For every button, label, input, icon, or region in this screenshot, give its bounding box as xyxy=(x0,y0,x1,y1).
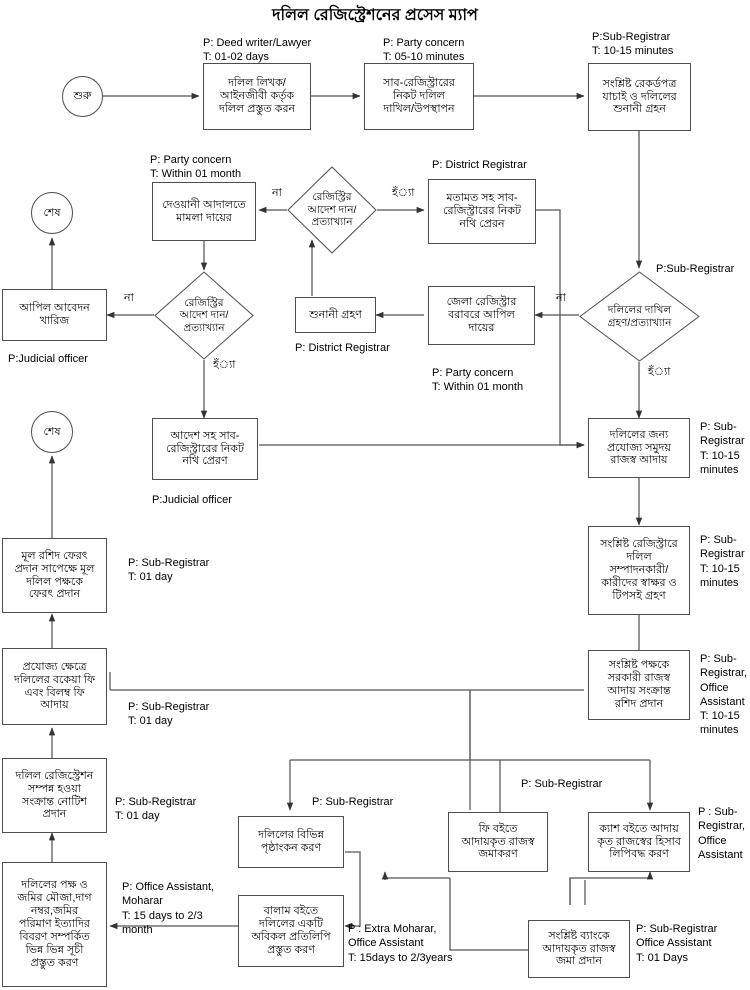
process-node-9: আদেশ সহ সাব- রেজিস্ট্রারের নিকট নথি প্রে… xyxy=(152,418,258,480)
process-node-17: ফি বইতে আদায়কৃত রাজস্ব জমাকরণ xyxy=(448,812,548,872)
annotation-20: P: Office Assistant, Moharar T: 15 days … xyxy=(122,881,215,936)
annotation-16: P: Sub-Registrar T: 01 day xyxy=(115,796,197,823)
node-label: আদেশ সহ সাব- রেজিস্ট্রারের নিকট নথি প্রে… xyxy=(165,429,244,468)
annotation-8: P: District Registrar xyxy=(295,342,390,354)
process-node-12: মূল রশিদ ফেরৎ প্রদান সাপেক্ষে মূল দলিল প… xyxy=(2,538,107,613)
node-label: ফি বইতে আদায়কৃত রাজস্ব জমাকরণ xyxy=(461,822,535,861)
decision-label: রেজিস্ট্রির আদেশ দান/ প্রত্যাখ্যান xyxy=(307,191,357,229)
process-node-2: সাব-রেজিস্ট্রারের নিকট দলিল দাখিল/উপস্থা… xyxy=(364,63,474,130)
node-label: সংশ্লিষ্ট রেকর্ডপত্র যাচাই ও দলিলের শুনা… xyxy=(602,77,677,116)
end-terminator-1: শেষ xyxy=(31,192,73,234)
node-label: সাব-রেজিস্ট্রারের নিকট দলিল দাখিল/উপস্থা… xyxy=(383,77,455,115)
decision-node-1: রেজিস্ট্রির আদেশ দান/ প্রত্যাখ্যান xyxy=(287,166,377,254)
start-label: শুরু xyxy=(73,90,92,102)
node-label: দলিলের বিভিন্ন পৃষ্ঠাংকন করণ xyxy=(258,829,324,854)
end-label-2: শেষ xyxy=(43,425,61,438)
annotation-3: P:Sub-Registrar T: 10-15 minutes xyxy=(592,31,674,58)
annotation-13: P: Sub-Registrar T: 01 day xyxy=(128,557,210,584)
decision-label: রেজিস্ট্রির আদেশ দান/ প্রত্যাখ্যান xyxy=(179,296,229,334)
node-label: প্রযোজ্য ক্ষেত্রে দলিলের বকেয়া ফি এবং ব… xyxy=(14,660,95,712)
process-node-19: দলিলের পক্ষ ও জমির মৌজা,দাগ নম্বর,জমির প… xyxy=(2,862,107,987)
process-node-14: প্রযোজ্য ক্ষেত্রে দলিলের বকেয়া ফি এবং ব… xyxy=(2,648,107,725)
process-node-13: সংশ্লিষ্ট পক্ষকে সরকারী রাজস্ব আদায় সংক… xyxy=(588,650,690,720)
edge-label-yes-2: হঁ্যা xyxy=(213,359,236,371)
process-node-6: আপিল আবেদন খারিজ xyxy=(2,289,107,341)
process-node-5: মতামত সহ সাব- রেজিস্ট্রারের নিকট নথি প্র… xyxy=(428,179,536,244)
annotation-17: P: Sub-Registrar xyxy=(312,796,394,808)
node-label: মূল রশিদ ফেরৎ প্রদান সাপেক্ষে মূল দলিল প… xyxy=(14,549,95,601)
process-node-15: দলিল রেজিস্ট্রেশন সম্পন্ন হওয়া সংক্রান্… xyxy=(2,758,107,833)
annotation-7: P:Judicial officer xyxy=(8,353,88,365)
end-label-1: শেষ xyxy=(43,206,61,219)
node-label: শুনানী গ্রহণ xyxy=(309,308,362,321)
process-node-1: দলিল লিখক/ আইনজীবী কর্তৃক দলিল প্রস্তুত … xyxy=(203,63,311,130)
annotation-2: P: Party concern T: 05-10 minutes xyxy=(383,37,465,64)
node-label: সংশ্লিষ্ট পক্ষকে সরকারী রাজস্ব আদায় সংক… xyxy=(607,659,671,710)
edge-label-yes-1: হঁ্যা xyxy=(392,187,415,199)
annotation-5: P: District Registrar xyxy=(432,159,527,171)
decision-node-2: রেজিস্ট্রির আদেশ দান/ প্রত্যাখ্যান xyxy=(154,271,254,360)
process-node-8: জেলা রেজিস্ট্রার বরাবরে আপিল দায়ের xyxy=(428,286,535,345)
annotation-1: P: Deed writer/Lawyer T: 01-02 days xyxy=(203,37,312,64)
annotation-10: P:Judicial officer xyxy=(152,494,232,506)
node-label: সংশ্লিষ্ট ব্যাংকে আদায়কৃত রাজস্ব জমা প্… xyxy=(542,929,616,968)
process-node-11: সংশ্লিষ্ট রেজিস্ট্রারে দলিল সম্পাদনকারী/… xyxy=(588,526,690,615)
process-node-7: শুনানী গ্রহণ xyxy=(295,297,376,333)
node-label: দলিলের জন্য প্রযোজ্য সমুদয় রাজস্ব আদায় xyxy=(607,428,671,467)
annotation-4: P: Party concern T: Within 01 month xyxy=(150,154,242,181)
node-label: আপিল আবেদন খারিজ xyxy=(19,302,90,327)
annotation-14: P: Sub- Registrar, Office Assistant T: 1… xyxy=(700,653,748,737)
end-terminator-2: শেষ xyxy=(31,411,73,453)
process-node-3: সংশ্লিষ্ট রেকর্ডপত্র যাচাই ও দলিলের শুনা… xyxy=(588,63,691,131)
process-node-18: ক্যাশ বইতে আদায় কৃত রাজস্বের হিসাব লিপি… xyxy=(588,812,690,872)
edge-label-yes-3: হঁ্যা xyxy=(648,366,671,378)
node-label: দেওয়ানী আদালতে মামলা দায়ের xyxy=(162,198,246,224)
decision-label: দলিলের দাখিল গ্রহণ/প্রত্যাখ্যান xyxy=(607,304,672,329)
node-label: দলিলের পক্ষ ও জমির মৌজা,দাগ নম্বর,জমির প… xyxy=(17,879,92,969)
process-node-10: দলিলের জন্য প্রযোজ্য সমুদয় রাজস্ব আদায় xyxy=(588,418,690,478)
process-node-4: দেওয়ানী আদালতে মামলা দায়ের xyxy=(152,182,256,241)
edge-label-no-3: না xyxy=(556,292,566,304)
page-title: দলিল রেজিস্ট্রেশনের প্রসেস ম্যাপ xyxy=(272,7,478,24)
decision-node-3: দলিলের দাখিল গ্রহণ/প্রত্যাখ্যান xyxy=(579,271,700,362)
edge-label-no-2: না xyxy=(124,292,134,304)
node-label: দলিল রেজিস্ট্রেশন সম্পন্ন হওয়া সংক্রান্… xyxy=(15,769,94,821)
edge-label-no-1: না xyxy=(272,187,282,199)
annotation-19: P : Sub- Registrar, Office Assistant xyxy=(698,806,746,861)
annotation-22: P: Sub-Registrar Office Assistant T: 01 … xyxy=(636,923,718,964)
annotation-18: P: Sub-Registrar xyxy=(521,778,603,790)
diamond-shape xyxy=(154,271,254,360)
start-terminator: শুরু xyxy=(62,76,103,117)
diamond-shape xyxy=(287,166,377,254)
annotation-21: P : Extra Moharar, Office Assistant T: 1… xyxy=(348,923,453,964)
process-node-21: সংশ্লিষ্ট ব্যাংকে আদায়কৃত রাজস্ব জমা প্… xyxy=(528,920,630,978)
annotation-6: P:Sub-Registrar xyxy=(656,263,735,275)
node-label: ক্যাশ বইতে আদায় কৃত রাজস্বের হিসাব লিপি… xyxy=(597,822,681,861)
process-node-20: বালাম বইতে দলিলের একটি অবিকল প্রতিলিপি প… xyxy=(238,895,344,967)
annotation-12: P: Sub- Registrar T: 10-15 minutes xyxy=(700,534,745,589)
node-label: বালাম বইতে দলিলের একটি অবিকল প্রতিলিপি প… xyxy=(251,905,331,956)
diamond-shape xyxy=(579,271,700,362)
annotation-9: P: Party concern T: Within 01 month xyxy=(432,367,524,394)
node-label: সংশ্লিষ্ট রেজিস্ট্রারে দলিল সম্পাদনকারী/… xyxy=(600,538,678,602)
annotation-11: P: Sub- Registrar T: 10-15 minutes xyxy=(700,421,745,476)
node-label: দলিল লিখক/ আইনজীবী কর্তৃক দলিল প্রস্তুত … xyxy=(218,77,296,115)
node-label: জেলা রেজিস্ট্রার বরাবরে আপিল দায়ের xyxy=(446,296,517,334)
process-node-16: দলিলের বিভিন্ন পৃষ্ঠাংকন করণ xyxy=(238,816,344,868)
node-label: মতামত সহ সাব- রেজিস্ট্রারের নিকট নথি প্র… xyxy=(442,192,521,230)
annotation-15: P: Sub-Registrar T: 01 day xyxy=(128,701,210,728)
